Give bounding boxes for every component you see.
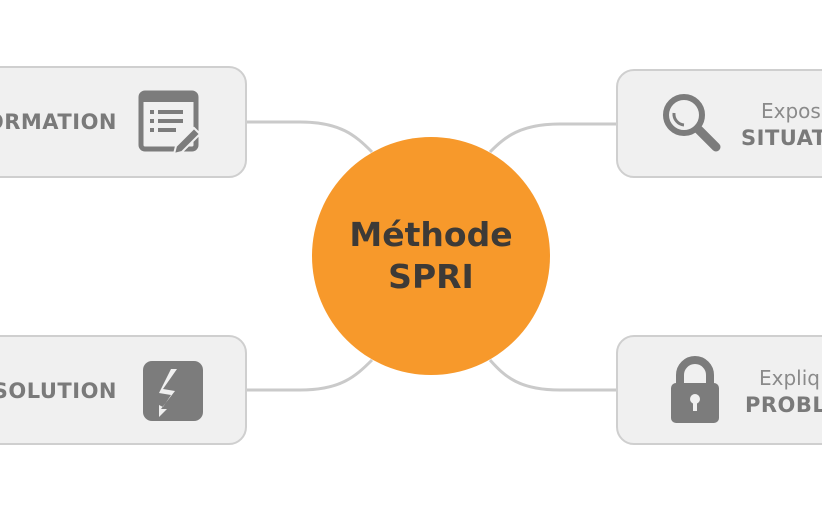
magnifier-icon (663, 94, 721, 152)
node-label: ORMATION (0, 110, 117, 134)
node-label: PROBL (745, 393, 822, 417)
node-situation[interactable]: Expos SITUAT (616, 69, 822, 178)
node-subtitle: Expliq (759, 366, 820, 390)
center-title-line2: SPRI (388, 257, 474, 296)
center-node[interactable]: Méthode SPRI (312, 137, 550, 375)
padlock-icon (671, 356, 719, 423)
node-resolution[interactable]: SOLUTION (0, 335, 247, 445)
node-information[interactable]: ORMATION (0, 66, 247, 178)
node-probleme[interactable]: Expliq PROBL (616, 335, 822, 445)
node-label: SOLUTION (0, 379, 117, 403)
lightning-icon (143, 361, 203, 421)
center-title-line1: Méthode (349, 215, 513, 254)
node-subtitle: Expos (761, 99, 821, 123)
form-edit-icon (138, 90, 202, 156)
node-label: SITUAT (741, 126, 822, 150)
